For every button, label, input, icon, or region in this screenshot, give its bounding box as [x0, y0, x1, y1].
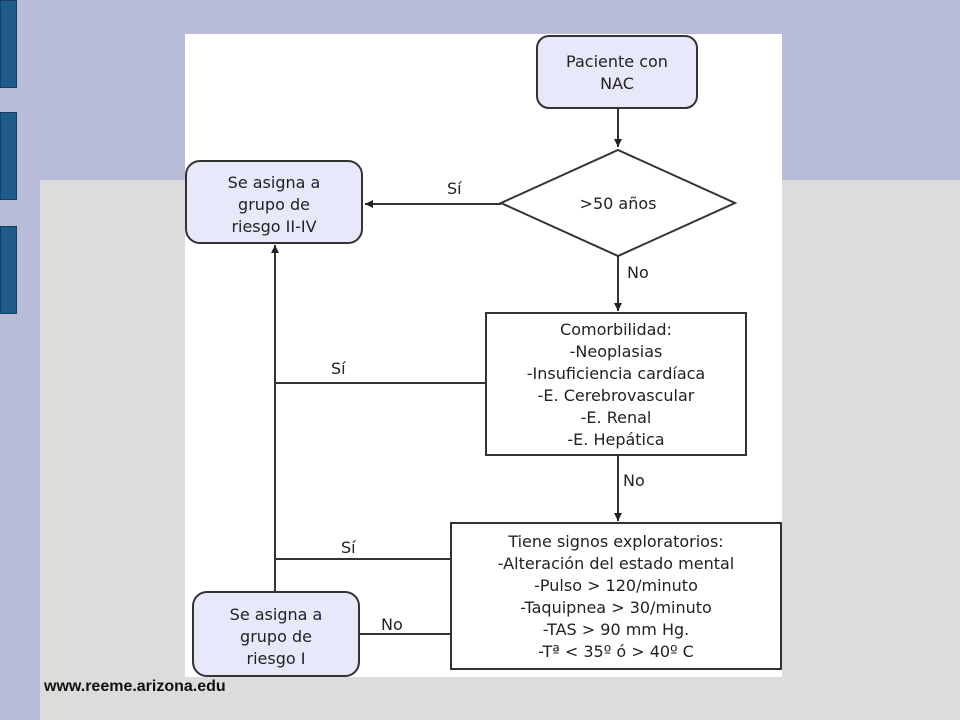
comorbidity-line: -E. Hepática: [567, 430, 664, 449]
signs-line: -Pulso > 120/minuto: [534, 576, 698, 595]
signs-line: -Alteración del estado mental: [498, 554, 734, 573]
start-node-line: Paciente con: [566, 52, 668, 71]
side-tab: [0, 112, 17, 200]
comorbidity-line: -Neoplasias: [570, 342, 663, 361]
start-node-line: NAC: [600, 74, 634, 93]
group-high-line: Se asigna a: [228, 173, 321, 192]
group-high-line: riesgo II-IV: [231, 217, 316, 236]
signs-line: -Tª < 35º ó > 40º C: [538, 642, 694, 661]
comorbidity-line: -E. Cerebrovascular: [538, 386, 695, 405]
flowchart-canvas: Paciente con NAC >50 años Se asigna a gr…: [185, 35, 782, 677]
side-tab: [0, 0, 17, 88]
comorbidity-line: Comorbilidad:: [560, 320, 672, 339]
group-low-line: Se asigna a: [230, 605, 323, 624]
comorbidity-line: -Insuficiencia cardíaca: [527, 364, 705, 383]
start-node: [536, 35, 698, 109]
group-low-node: [192, 591, 360, 677]
decision-age-label: >50 años: [580, 194, 657, 213]
group-high-node: [185, 160, 363, 244]
edge-label-no-signs: No: [381, 615, 403, 634]
signs-line: -TAS > 90 mm Hg.: [543, 620, 690, 639]
source-url: www.reeme.arizona.edu: [44, 678, 226, 695]
edge-label-no-age: No: [627, 263, 649, 282]
edge-label-yes-age: Sí: [447, 179, 462, 198]
signs-line: -Taquipnea > 30/minuto: [520, 598, 712, 617]
decision-age: [498, 148, 738, 258]
signs-line: Tiene signos exploratorios:: [507, 532, 723, 551]
group-high-line: grupo de: [238, 195, 310, 214]
group-low-line: riesgo I: [247, 649, 306, 668]
comorbidity-node: [485, 312, 747, 456]
signs-node: [450, 522, 782, 670]
comorbidity-line: -E. Renal: [581, 408, 652, 427]
group-low-line: grupo de: [240, 627, 312, 646]
flowchart: Paciente con NAC >50 años Se asigna a gr…: [185, 34, 782, 677]
edge-label-yes-comorbidity: Sí: [331, 359, 346, 378]
edge-label-no-comorbidity: No: [623, 471, 645, 490]
edge-label-yes-signs: Sí: [341, 538, 356, 557]
side-tab: [0, 226, 17, 314]
